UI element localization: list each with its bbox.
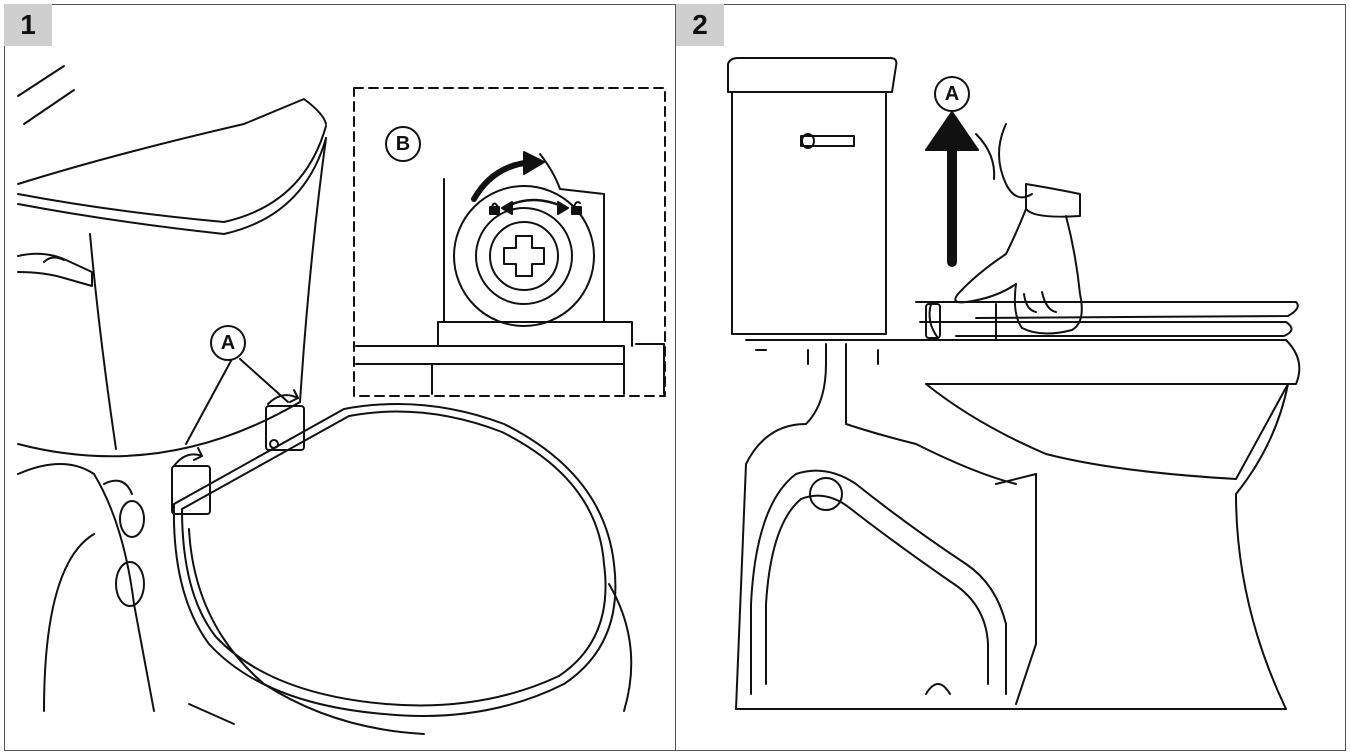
seat-drawing bbox=[172, 403, 633, 735]
callout-a: A bbox=[934, 76, 970, 112]
step-1-panel: 1 bbox=[4, 4, 675, 751]
panel-divider bbox=[675, 4, 676, 751]
tank-drawing bbox=[17, 65, 327, 458]
lift-arrow-head bbox=[925, 111, 979, 151]
step-2-panel: 2 bbox=[676, 4, 1346, 751]
step-2-number: 2 bbox=[676, 4, 724, 46]
step-1-number: 1 bbox=[4, 4, 52, 46]
step-1-illustration bbox=[17, 65, 666, 735]
callout-b: B bbox=[385, 126, 421, 162]
bowl-side-drawing bbox=[735, 301, 1301, 710]
callout-a: A bbox=[210, 325, 246, 361]
hinge-drawing bbox=[171, 389, 305, 515]
hand-drawing bbox=[954, 123, 1083, 335]
tank-side-drawing bbox=[727, 57, 898, 335]
flush-handle-drawing bbox=[17, 252, 93, 287]
bowl-drawing bbox=[17, 463, 155, 712]
leader-line-a1 bbox=[185, 358, 233, 445]
inset-detail-drawing bbox=[353, 87, 666, 397]
step-2-illustration bbox=[727, 57, 1301, 710]
leader-line-a2 bbox=[239, 358, 289, 403]
